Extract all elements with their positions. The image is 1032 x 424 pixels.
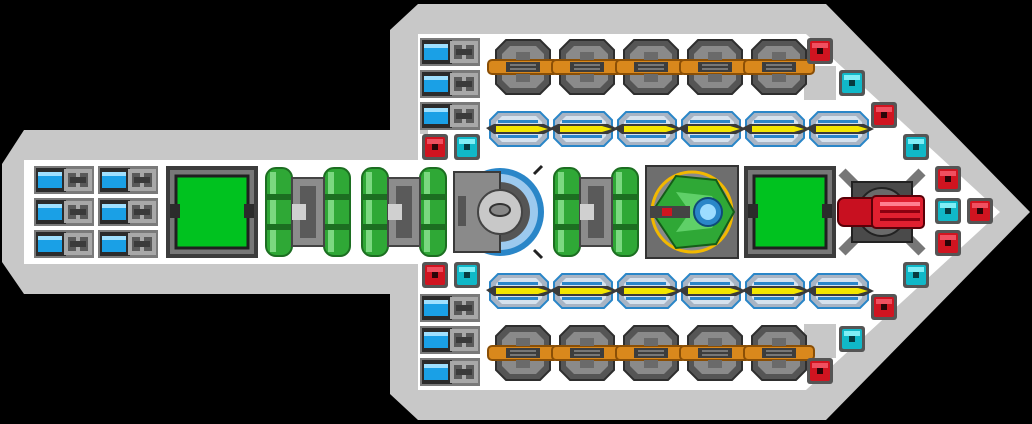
red-node-icon	[967, 198, 993, 224]
thruster-icon	[34, 198, 94, 226]
laser-icon	[485, 273, 555, 309]
lower-cannons	[487, 325, 815, 381]
cyan-node-icon	[903, 262, 929, 288]
lower-thrusters	[420, 294, 480, 386]
cyan-node-icon	[454, 262, 480, 288]
laser-icon	[677, 273, 747, 309]
thruster-icon	[98, 230, 158, 258]
cannon-icon	[487, 39, 559, 95]
fuel-tank-icon	[261, 165, 355, 259]
red-node-icon	[871, 294, 897, 320]
cyan-node-icon	[935, 198, 961, 224]
cannon-icon	[679, 39, 751, 95]
cannon-icon	[615, 39, 687, 95]
fuel-tank-icon	[357, 165, 451, 259]
laser-icon	[677, 111, 747, 147]
laser-icon	[741, 111, 811, 147]
laser-icon	[485, 111, 555, 147]
thruster-icon	[34, 230, 94, 258]
laser-icon	[613, 273, 683, 309]
thruster-icon	[420, 102, 480, 130]
laser-icon	[613, 111, 683, 147]
cannon-icon	[487, 325, 559, 381]
red-node-icon	[807, 38, 833, 64]
green-screen-icon	[164, 164, 260, 260]
thruster-icon	[98, 198, 158, 226]
cannon-icon	[743, 39, 815, 95]
red-node-icon	[871, 102, 897, 128]
thruster-icon	[420, 326, 480, 354]
cyan-node-icon	[839, 70, 865, 96]
cannon-icon	[551, 39, 623, 95]
upper-thrusters	[420, 38, 480, 130]
cannon-icon	[551, 325, 623, 381]
thruster-icon	[34, 166, 94, 194]
cyan-node-icon	[454, 134, 480, 160]
laser-icon	[805, 273, 875, 309]
shield-generator-icon	[453, 164, 546, 260]
laser-icon	[741, 273, 811, 309]
cannon-icon	[679, 325, 751, 381]
red-node-icon	[935, 230, 961, 256]
thruster-icon	[420, 294, 480, 322]
laser-icon	[549, 273, 619, 309]
fuel-tank-icon	[549, 165, 643, 259]
laser-icon	[549, 111, 619, 147]
cannon-icon	[615, 325, 687, 381]
upper-cannons	[487, 39, 815, 95]
cannon-icon	[743, 325, 815, 381]
cockpit-icon	[645, 165, 739, 259]
red-turret-icon	[837, 168, 926, 256]
green-screen-icon	[742, 164, 838, 260]
thruster-icon	[420, 38, 480, 66]
red-node-icon	[935, 166, 961, 192]
red-node-icon	[807, 358, 833, 384]
cyan-node-icon	[903, 134, 929, 160]
laser-icon	[805, 111, 875, 147]
thruster-icon	[98, 166, 158, 194]
red-node-icon	[422, 134, 448, 160]
thruster-icon	[420, 358, 480, 386]
red-node-icon	[422, 262, 448, 288]
cyan-node-icon	[839, 326, 865, 352]
thruster-icon	[420, 70, 480, 98]
